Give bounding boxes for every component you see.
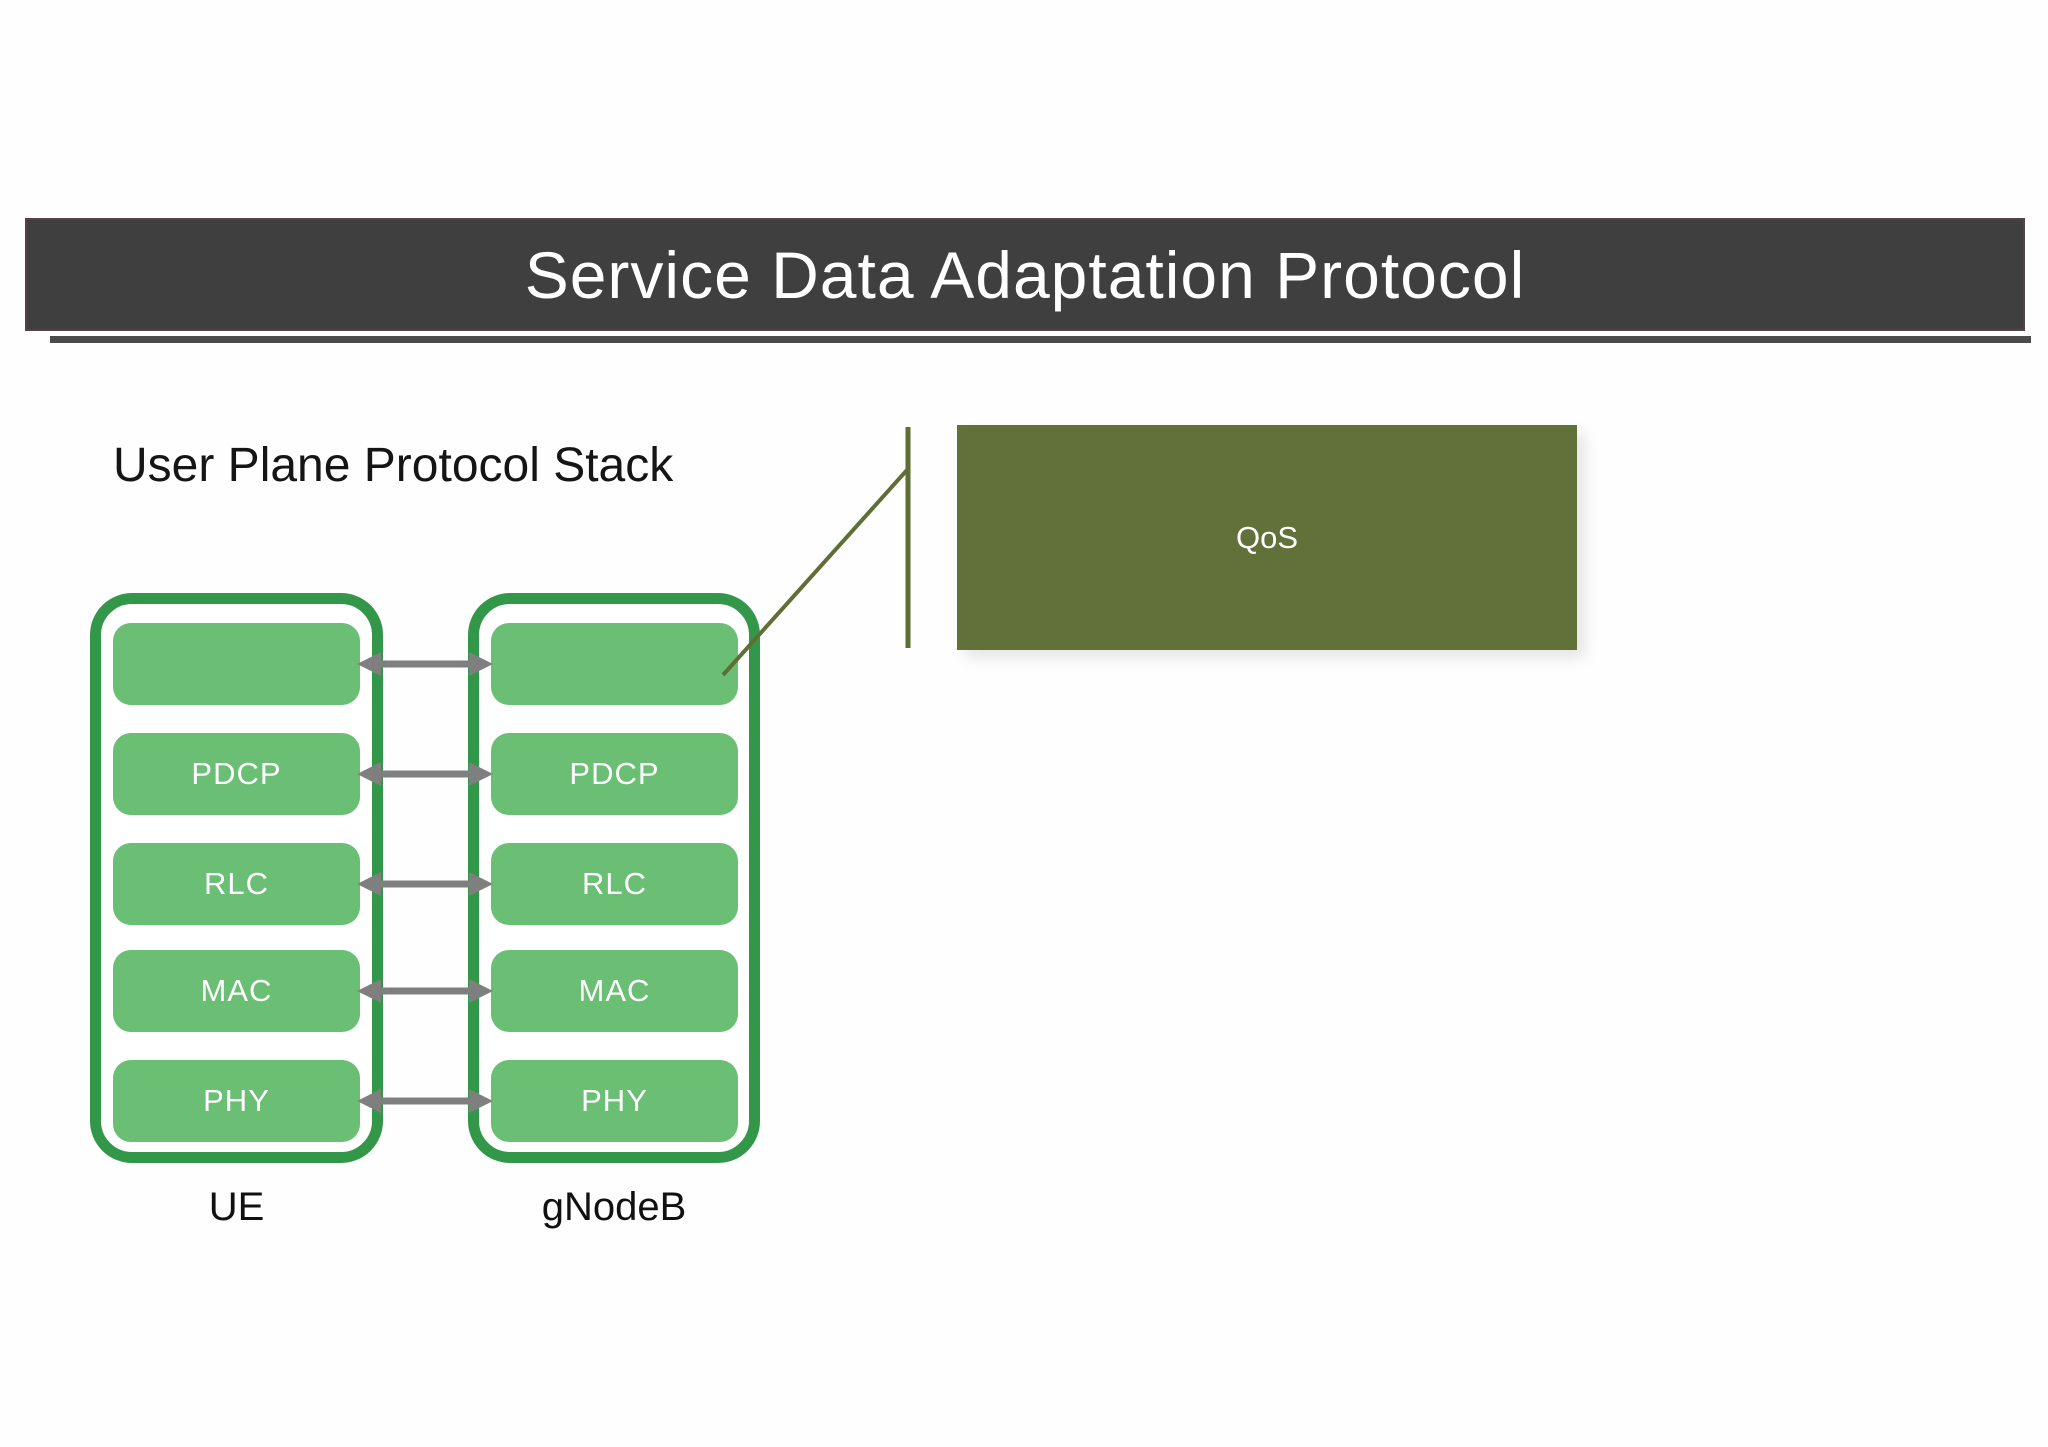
- layer-box-ue-phy: PHY: [113, 1060, 360, 1142]
- protocol-stack-gnodeb: PDCP RLC MAC PHY: [468, 593, 760, 1163]
- qos-label: QoS: [1235, 519, 1299, 555]
- layer-label: MAC: [578, 973, 651, 1008]
- layer-box-ue-sdap: [113, 623, 360, 705]
- title-bar: Service Data Adaptation Protocol: [25, 218, 2025, 331]
- layer-label: PDCP: [191, 756, 282, 791]
- layer-box-gnodeb-rlc: RLC: [491, 843, 738, 925]
- slide-title: Service Data Adaptation Protocol: [524, 237, 1526, 312]
- layer-box-ue-mac: MAC: [113, 950, 360, 1032]
- layer-label: PDCP: [569, 756, 660, 791]
- protocol-stack-ue: PDCP RLC MAC PHY: [90, 593, 383, 1163]
- stack-label-ue: UE: [208, 1185, 265, 1229]
- layer-label: PHY: [203, 1083, 270, 1118]
- layer-box-ue-pdcp: PDCP: [113, 733, 360, 815]
- layer-box-ue-rlc: RLC: [113, 843, 360, 925]
- layer-box-gnodeb-phy: PHY: [491, 1060, 738, 1142]
- layer-label: PHY: [581, 1083, 648, 1118]
- layer-box-gnodeb-sdap: [491, 623, 738, 705]
- title-underline: [50, 336, 2031, 343]
- layer-label: RLC: [203, 866, 269, 901]
- layer-label: RLC: [581, 866, 647, 901]
- section-heading: User Plane Protocol Stack: [113, 439, 674, 492]
- stack-label-gnodeb: gNodeB: [541, 1185, 687, 1229]
- layer-label: MAC: [200, 973, 273, 1008]
- qos-callout-box: QoS: [957, 425, 1577, 650]
- layer-box-gnodeb-mac: MAC: [491, 950, 738, 1032]
- layer-box-gnodeb-pdcp: PDCP: [491, 733, 738, 815]
